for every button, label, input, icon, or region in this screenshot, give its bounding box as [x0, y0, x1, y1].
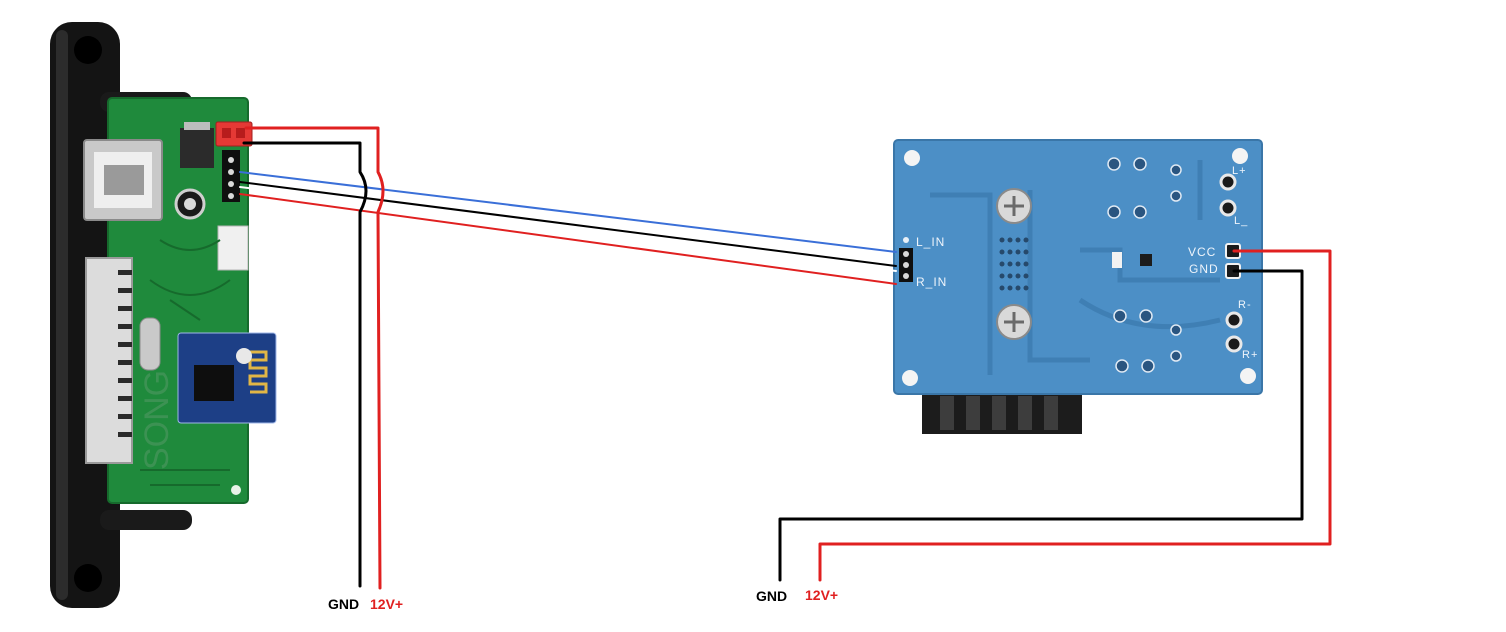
wire-signal-ground-black: [239, 181, 897, 267]
amp-screw-bottom-slot: [1004, 312, 1024, 332]
red-power-connector-pin-a: [222, 128, 231, 138]
mounting-post-bottom: [100, 510, 192, 530]
amp-mount-hole-tr: [1232, 148, 1248, 164]
wire-right-gnd-black: [778, 269, 1304, 582]
amp-input-pin-2: [903, 262, 909, 268]
player-pin-2: [228, 169, 234, 175]
wire-left-gnd-black: [242, 141, 368, 588]
voltage-regulator-tab: [184, 122, 210, 130]
amp-via-grid: [999, 237, 1029, 291]
bluetooth-module-crystal: [236, 348, 252, 364]
label-right-gnd: GND: [756, 588, 788, 604]
crystal-oscillator: [139, 317, 161, 371]
player-header-pins: [222, 150, 240, 202]
player-pin-1: [228, 157, 234, 163]
amp-solder-pads: [1107, 157, 1182, 373]
amp-output-terminals: [1219, 173, 1243, 353]
terminal-r-plus: [1225, 335, 1243, 353]
bezel-screw-hole-top: [74, 36, 102, 64]
label-r-in: R_IN: [916, 275, 947, 289]
amp-mount-hole-br: [1240, 368, 1256, 384]
wire-right-12v-red: [818, 249, 1332, 582]
player-bezel-highlight: [56, 30, 68, 600]
amp-mount-hole-tl: [904, 150, 920, 166]
player-watermark: SONG: [138, 370, 176, 470]
bezel-screw-hole-bottom: [74, 564, 102, 592]
amp-mount-hole-bl: [902, 370, 918, 386]
wires: [239, 126, 1332, 590]
usb-port-tongue: [104, 165, 144, 195]
label-r-plus: R+: [1242, 349, 1258, 361]
jst-connector: [217, 225, 249, 271]
bluetooth-antenna: [248, 350, 268, 394]
amp-input-pin-3: [903, 273, 909, 279]
terminal-l-plus: [1219, 173, 1237, 191]
amp-input-pin-1: [903, 251, 909, 257]
terminal-r-minus: [1225, 311, 1243, 329]
terminal-l-minus: [1219, 199, 1237, 217]
player-module: SONG: [50, 22, 277, 608]
wire-left-12v-red: [244, 126, 385, 590]
bluetooth-chip: [194, 365, 234, 401]
wire-right-channel-red: [239, 193, 897, 285]
label-l-plus: L+: [1232, 165, 1247, 177]
label-l-in: L_IN: [916, 235, 945, 249]
amp-smd-1: [1112, 252, 1122, 268]
label-l-minus: L_: [1234, 215, 1248, 227]
pcb-traces: [140, 239, 231, 486]
player-pin-3: [228, 181, 234, 187]
label-right-12v: 12V+: [805, 587, 839, 603]
amp-input-hole: [903, 237, 909, 243]
label-left-12v: 12V+: [370, 596, 404, 612]
player-pin-4: [228, 193, 234, 199]
red-power-connector-pin-b: [236, 128, 245, 138]
wire-signal-white: [239, 186, 897, 272]
wire-left-channel-blue: [239, 171, 897, 253]
amp-screw-top-slot: [1004, 196, 1024, 216]
sd-slot-contacts: [118, 270, 132, 437]
pcb-mount-hole: [231, 485, 241, 495]
label-vcc: VCC: [1188, 245, 1216, 259]
label-left-gnd: GND: [328, 596, 360, 612]
label-r-minus: R-: [1238, 299, 1252, 311]
amp-pcb-edge: [893, 139, 1263, 395]
heatsink-fins: [940, 396, 1058, 430]
voltage-regulator: [180, 128, 214, 168]
amp-smd-2: [1140, 254, 1152, 266]
label-gnd-amp: GND: [1189, 262, 1219, 276]
amplifier-board: L_IN R_IN VCC GND L+ L_ R- R+: [893, 139, 1263, 434]
amp-pcb: [894, 140, 1262, 394]
capacitor-top: [184, 198, 196, 210]
